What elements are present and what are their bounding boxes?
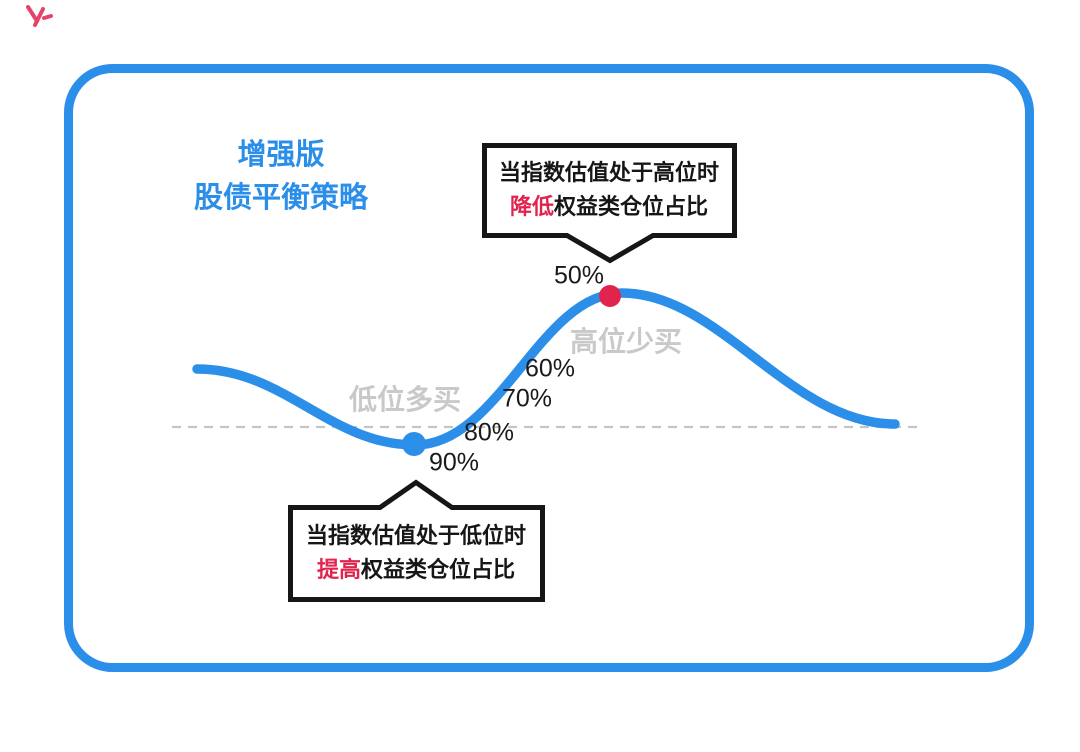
equity-ratio-label-50: 50% bbox=[553, 261, 605, 290]
watermark-marks bbox=[26, 5, 53, 27]
page-title-line1: 增强版 bbox=[237, 139, 325, 171]
equity-ratio-label-90: 90% bbox=[428, 448, 480, 477]
valuation-curve bbox=[192, 288, 900, 450]
low-point-dot bbox=[402, 432, 426, 456]
callout-high-line1: 当指数估值处于高位时 bbox=[498, 160, 720, 185]
zone-label-low: 低位多买 bbox=[348, 384, 462, 415]
page-title: 增强版 股债平衡策略 bbox=[194, 134, 368, 220]
callout-low-text: 当指数估值处于低位时 提高权益类仓位占比 bbox=[306, 519, 526, 587]
callout-high-rest: 权益类仓位占比 bbox=[553, 194, 709, 219]
equity-ratio-label-60: 60% bbox=[524, 354, 576, 383]
equity-ratio-label-80: 80% bbox=[463, 418, 515, 447]
callout-low-rest: 权益类仓位占比 bbox=[360, 557, 516, 582]
callout-low-bubble bbox=[288, 479, 545, 602]
zone-label-high: 高位少买 bbox=[569, 326, 683, 357]
callout-high-bubble bbox=[482, 143, 737, 264]
equity-ratio-label-70: 70% bbox=[501, 384, 553, 413]
callout-high-text: 当指数估值处于高位时 降低权益类仓位占比 bbox=[499, 156, 719, 224]
callout-high-emphasis: 降低 bbox=[509, 194, 554, 219]
callout-low-line2: 提高权益类仓位占比 bbox=[306, 553, 526, 587]
callout-low-emphasis: 提高 bbox=[316, 557, 361, 582]
high-point-dot bbox=[599, 285, 621, 307]
callout-high-line2: 降低权益类仓位占比 bbox=[499, 190, 719, 224]
callout-low-line1: 当指数估值处于低位时 bbox=[305, 523, 527, 548]
page-title-line2: 股债平衡策略 bbox=[193, 182, 369, 214]
